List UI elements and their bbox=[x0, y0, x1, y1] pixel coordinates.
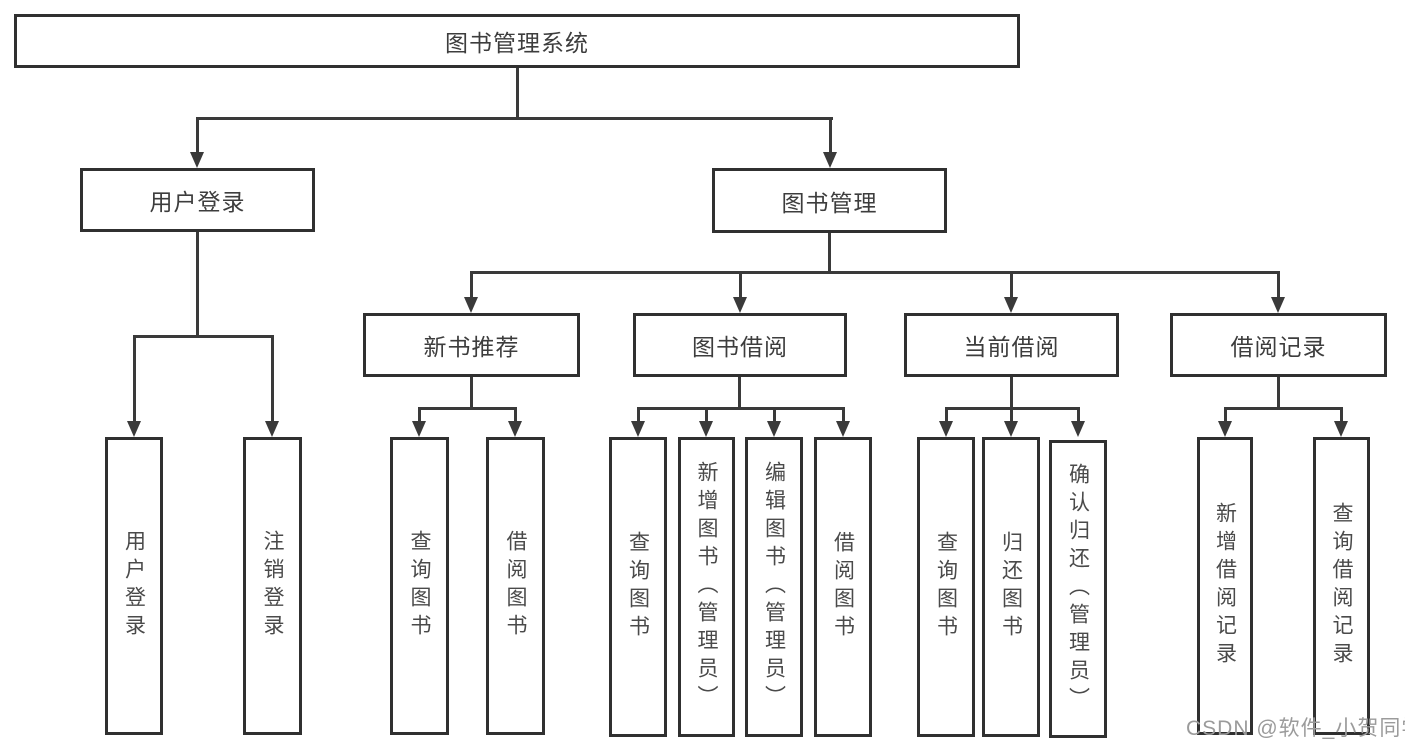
node-current-borrow: 当前借阅 bbox=[904, 313, 1119, 377]
leaf-logout: 注销登录 bbox=[243, 437, 302, 735]
node-new-book-recommend: 新书推荐 bbox=[363, 313, 580, 377]
connector-line bbox=[773, 407, 776, 423]
connector-line bbox=[196, 117, 833, 120]
leaf-label: 归还图书 bbox=[999, 531, 1023, 643]
node-root-library-system: 图书管理系统 bbox=[14, 14, 1020, 68]
leaf-user-login: 用户登录 bbox=[105, 437, 163, 735]
connector-line bbox=[470, 377, 473, 409]
arrow-down-icon bbox=[733, 297, 747, 313]
connector-line bbox=[1010, 407, 1013, 423]
connector-line bbox=[514, 407, 517, 423]
arrow-down-icon bbox=[823, 152, 837, 168]
arrow-down-icon bbox=[190, 152, 204, 168]
leaf-query-borrow-record: 查询借阅记录 bbox=[1313, 437, 1370, 735]
leaf-label: 查询图书 bbox=[934, 531, 958, 643]
leaf-query-books-recommend: 查询图书 bbox=[390, 437, 449, 735]
leaf-label: 确认归还（管理员） bbox=[1066, 463, 1090, 715]
leaf-add-books-admin: 新增图书（管理员） bbox=[678, 437, 735, 737]
connector-line bbox=[133, 335, 136, 423]
connector-line bbox=[470, 271, 473, 299]
arrow-down-icon bbox=[1271, 297, 1285, 313]
leaf-borrow-books: 借阅图书 bbox=[814, 437, 872, 737]
arrow-down-icon bbox=[1004, 421, 1018, 437]
connector-line bbox=[1277, 271, 1280, 299]
arrow-down-icon bbox=[508, 421, 522, 437]
connector-line bbox=[1010, 377, 1013, 409]
connector-line bbox=[1340, 407, 1343, 423]
leaf-label: 新增图书（管理员） bbox=[695, 461, 718, 713]
node-book-management: 图书管理 bbox=[712, 168, 947, 233]
leaf-return-books: 归还图书 bbox=[982, 437, 1040, 737]
connector-line bbox=[196, 117, 199, 155]
leaf-label: 借阅图书 bbox=[831, 531, 855, 643]
connector-line bbox=[470, 271, 1280, 274]
arrow-down-icon bbox=[412, 421, 426, 437]
node-book-borrow: 图书借阅 bbox=[633, 313, 847, 377]
connector-line bbox=[945, 407, 948, 423]
arrow-down-icon bbox=[1218, 421, 1232, 437]
connector-line bbox=[516, 68, 519, 119]
connector-line bbox=[418, 407, 421, 423]
leaf-confirm-return-admin: 确认归还（管理员） bbox=[1049, 440, 1107, 738]
node-borrow-record: 借阅记录 bbox=[1170, 313, 1387, 377]
leaf-query-books-borrow: 查询图书 bbox=[609, 437, 667, 737]
arrow-down-icon bbox=[939, 421, 953, 437]
leaf-label: 注销登录 bbox=[261, 530, 284, 642]
connector-line bbox=[739, 271, 742, 299]
arrow-down-icon bbox=[464, 297, 478, 313]
connector-line bbox=[196, 232, 199, 338]
connector-line bbox=[1010, 271, 1013, 299]
node-user-login: 用户登录 bbox=[80, 168, 315, 232]
leaf-label: 借阅图书 bbox=[504, 530, 527, 642]
connector-line bbox=[1224, 407, 1343, 410]
connector-line bbox=[418, 407, 517, 410]
leaf-label: 查询图书 bbox=[626, 531, 650, 643]
connector-line bbox=[271, 335, 274, 423]
connector-line bbox=[842, 407, 845, 423]
leaf-edit-books-admin: 编辑图书（管理员） bbox=[745, 437, 803, 737]
connector-line bbox=[738, 377, 741, 409]
connector-line bbox=[1077, 407, 1080, 423]
arrow-down-icon bbox=[631, 421, 645, 437]
leaf-label: 查询图书 bbox=[408, 530, 431, 642]
arrow-down-icon bbox=[767, 421, 781, 437]
arrow-down-icon bbox=[1004, 297, 1018, 313]
leaf-label: 新增借阅记录 bbox=[1213, 502, 1237, 670]
arrow-down-icon bbox=[265, 421, 279, 437]
connector-line bbox=[133, 335, 274, 338]
leaf-label: 编辑图书（管理员） bbox=[762, 461, 786, 713]
arrow-down-icon bbox=[699, 421, 713, 437]
connector-line bbox=[828, 233, 831, 273]
connector-line bbox=[1224, 407, 1227, 423]
connector-line bbox=[829, 117, 832, 155]
connector-line bbox=[705, 407, 708, 423]
connector-line bbox=[1277, 377, 1280, 409]
arrow-down-icon bbox=[836, 421, 850, 437]
arrow-down-icon bbox=[1071, 421, 1085, 437]
leaf-label: 用户登录 bbox=[122, 530, 146, 642]
connector-line bbox=[637, 407, 640, 423]
leaf-borrow-books-recommend: 借阅图书 bbox=[486, 437, 545, 735]
arrow-down-icon bbox=[1334, 421, 1348, 437]
leaf-label: 查询借阅记录 bbox=[1330, 502, 1353, 670]
leaf-query-books-current: 查询图书 bbox=[917, 437, 975, 737]
arrow-down-icon bbox=[127, 421, 141, 437]
csdn-watermark: CSDN @软件_小贺同学 bbox=[1186, 717, 1405, 740]
connector-line bbox=[637, 407, 845, 410]
leaf-add-borrow-record: 新增借阅记录 bbox=[1197, 437, 1253, 735]
